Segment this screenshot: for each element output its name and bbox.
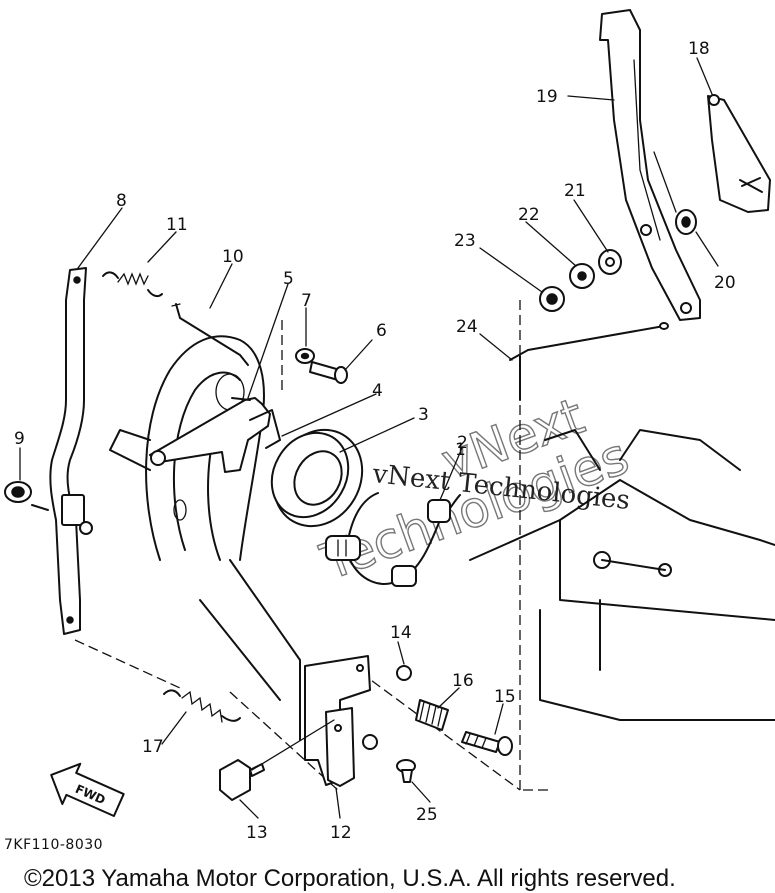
part-17-spring xyxy=(163,689,241,723)
part-20-washer xyxy=(675,209,697,235)
copyright-notice: ©2013 Yamaha Motor Corporation, U.S.A. A… xyxy=(24,865,676,892)
callout-18: 18 xyxy=(688,39,710,59)
part-10-rod xyxy=(171,303,249,366)
part-4-shifter xyxy=(249,409,281,449)
part-7-washer xyxy=(295,348,315,364)
callout-23: 23 xyxy=(454,231,476,251)
part-25-screw xyxy=(396,759,416,783)
part-12-bracket xyxy=(304,655,378,787)
part-5-shift-arm xyxy=(149,397,271,473)
part-2-harness xyxy=(325,492,461,587)
callout-20: 20 xyxy=(714,273,736,293)
part-6-bolt xyxy=(309,361,348,384)
part-13-bolt xyxy=(219,719,335,801)
callout-24: 24 xyxy=(456,317,478,337)
callout-21: 21 xyxy=(564,181,586,201)
callout-labels: 1 2 3 4 5 6 7 8 9 10 11 12 13 14 15 16 1… xyxy=(14,39,736,843)
diagram-part-code: 7KF110-8030 xyxy=(4,837,103,853)
part-11-spring xyxy=(102,271,163,298)
part-8-lever xyxy=(49,267,93,635)
callout-5: 5 xyxy=(283,269,294,289)
part-24-rod xyxy=(509,322,669,401)
part-23-nut xyxy=(539,286,565,312)
part-18-bracket xyxy=(707,94,771,213)
callout-4: 4 xyxy=(372,381,383,401)
part-15-bolt xyxy=(461,731,513,756)
part-14-washer xyxy=(396,665,412,681)
part-16-spring xyxy=(415,699,449,731)
callout-7: 7 xyxy=(301,291,312,311)
callout-9: 9 xyxy=(14,429,25,449)
callout-15: 15 xyxy=(494,687,516,707)
callout-17: 17 xyxy=(142,737,164,757)
callout-1: 1 xyxy=(455,440,466,460)
callout-12: 12 xyxy=(330,823,352,843)
part-22-nut xyxy=(569,263,595,289)
callout-10: 10 xyxy=(222,247,244,267)
part-9-nut xyxy=(4,481,49,511)
callout-3: 3 xyxy=(418,405,429,425)
part-19-lever xyxy=(599,9,701,321)
callout-22: 22 xyxy=(518,205,540,225)
fwd-arrow-icon: FWD xyxy=(50,762,125,818)
leader-lines xyxy=(19,57,719,819)
callout-11: 11 xyxy=(166,215,188,235)
part-3-disc xyxy=(270,428,364,528)
callout-6: 6 xyxy=(376,321,387,341)
callout-8: 8 xyxy=(116,191,127,211)
callout-19: 19 xyxy=(536,87,558,107)
callout-2: 2 xyxy=(457,433,468,453)
callout-16: 16 xyxy=(452,671,474,691)
part-21-washer xyxy=(598,249,622,275)
callout-14: 14 xyxy=(390,623,412,643)
watermark: vNext Technologies vNext Technologies xyxy=(313,386,637,592)
callout-13: 13 xyxy=(246,823,268,843)
callout-25: 25 xyxy=(416,805,438,825)
